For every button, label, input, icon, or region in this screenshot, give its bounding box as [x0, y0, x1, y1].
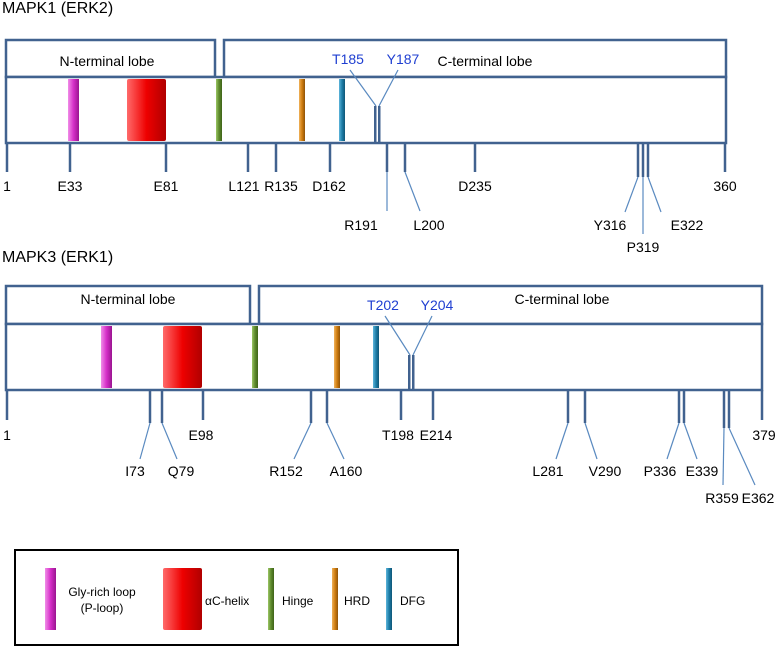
residue-label: P319 — [627, 239, 660, 255]
legend-label: HRD — [344, 594, 370, 608]
residue-leader — [624, 176, 639, 213]
c-terminal-lobe-label: C-terminal lobe — [515, 291, 610, 307]
residue-label: V290 — [589, 463, 622, 479]
dfg-legend-swatch — [386, 568, 392, 630]
residue-label: A160 — [330, 463, 363, 479]
phospho-site-label: T185 — [332, 51, 364, 67]
n-terminal-lobe-label: N-terminal lobe — [81, 291, 176, 307]
n-terminal-lobe-label: N-terminal lobe — [60, 53, 155, 69]
residue-leader — [683, 422, 698, 460]
hrd-marker — [299, 79, 305, 141]
sequence-start-label: 1 — [3, 427, 11, 443]
sequence-end-label: 379 — [752, 427, 776, 443]
residue-leader — [404, 171, 421, 212]
phospho-site-mark — [412, 355, 415, 390]
ac-helix-marker — [163, 326, 202, 388]
kinase-body-box — [4, 322, 764, 392]
ac-helix-marker — [127, 79, 166, 141]
residue-leader — [722, 427, 725, 486]
hinge-marker — [252, 326, 258, 388]
residue-label: R135 — [264, 178, 298, 194]
residue-label: Y316 — [594, 217, 627, 233]
hinge-legend-swatch — [268, 568, 274, 630]
gly-rich-loop-marker — [68, 79, 79, 141]
residue-label: E362 — [742, 490, 775, 506]
residue-label: E81 — [154, 178, 179, 194]
residue-leader — [555, 422, 569, 460]
phospho-site-mark — [378, 106, 381, 143]
panel-mapk1: MAPK1 (ERK2) N-terminal lobe C-terminal … — [2, 0, 737, 255]
legend-label: αC-helix — [205, 594, 249, 608]
sequence-start-label: 1 — [3, 178, 11, 194]
residue-leader — [326, 422, 345, 460]
legend-label: Hinge — [282, 594, 314, 608]
residue-leader — [647, 176, 662, 213]
gly-rich-loop-marker — [101, 326, 112, 388]
residue-label: R191 — [344, 217, 378, 233]
c-terminal-lobe-box — [257, 284, 764, 326]
residue-label: T198 — [382, 427, 414, 443]
residue-label: R152 — [269, 463, 303, 479]
phospho-site-mark — [408, 355, 411, 390]
residue-leader — [666, 422, 680, 460]
ac-helix-legend-swatch — [163, 568, 202, 630]
residue-label: D162 — [312, 178, 346, 194]
phospho-site-mark — [374, 106, 377, 143]
legend-label: Gly-rich loop — [68, 585, 136, 599]
panel-mapk3: MAPK3 (ERK1) N-terminal lobe C-terminal … — [2, 249, 776, 506]
dfg-marker — [373, 326, 379, 388]
residue-label: I73 — [125, 463, 145, 479]
residue-label: E98 — [189, 427, 214, 443]
residue-label: D235 — [458, 178, 492, 194]
panel-title: MAPK3 (ERK1) — [2, 249, 113, 266]
residue-label: E339 — [686, 463, 719, 479]
legend-label: DFG — [400, 594, 425, 608]
phospho-leader-lines — [384, 315, 433, 356]
n-terminal-lobe-box — [4, 284, 252, 326]
gly-rich-loop-legend-swatch — [45, 568, 56, 630]
dfg-marker — [339, 79, 345, 141]
residue-leader — [728, 427, 756, 486]
residue-label: L121 — [228, 178, 259, 194]
panel-title: MAPK1 (ERK2) — [2, 0, 113, 17]
legend-box — [14, 549, 459, 646]
residue-label: R359 — [705, 490, 739, 506]
phospho-site-label: T202 — [367, 297, 399, 313]
residue-label: Q79 — [168, 463, 195, 479]
residue-label: L200 — [413, 217, 444, 233]
residue-leader — [293, 422, 312, 460]
hrd-marker — [334, 326, 340, 388]
hrd-legend-swatch — [332, 568, 338, 630]
kinase-body-box — [4, 75, 728, 145]
sequence-end-label: 360 — [713, 178, 737, 194]
c-terminal-lobe-label: C-terminal lobe — [438, 53, 533, 69]
residue-label: L281 — [532, 463, 563, 479]
residue-leader — [139, 422, 151, 460]
residue-label: E214 — [420, 427, 453, 443]
residue-leader — [161, 422, 178, 460]
residue-label: E33 — [58, 178, 83, 194]
phospho-leader-lines — [349, 69, 399, 107]
residue-label: E322 — [671, 217, 704, 233]
legend: Gly-rich loop (P-loop) αC-helix Hinge HR… — [14, 549, 459, 646]
phospho-site-label: Y204 — [421, 297, 454, 313]
residue-leader — [584, 422, 598, 460]
legend-label: (P-loop) — [81, 601, 124, 615]
hinge-marker — [216, 79, 222, 141]
phospho-site-label: Y187 — [387, 51, 420, 67]
residue-label: P336 — [644, 463, 677, 479]
